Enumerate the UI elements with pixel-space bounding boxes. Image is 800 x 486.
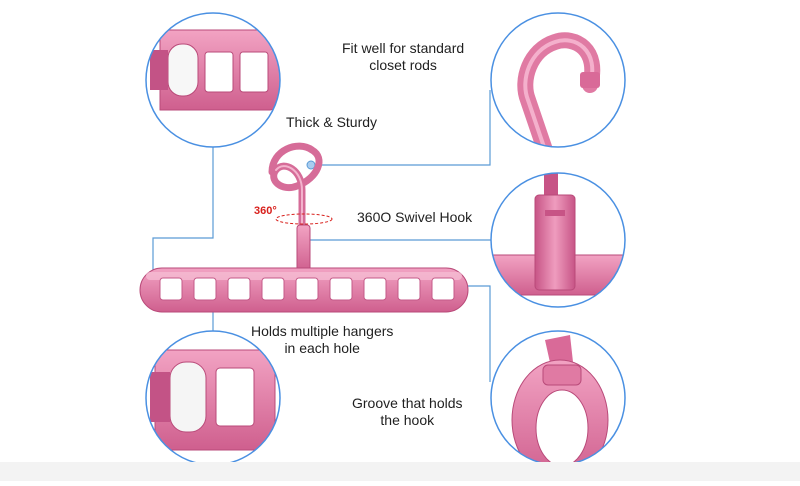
detail-circle-rod: [491, 13, 625, 147]
circle-border-3: [490, 172, 626, 308]
label-holes-line2: in each hole: [284, 340, 360, 356]
callout-line-sturdy: [152, 147, 214, 287]
bottom-strip: [0, 462, 800, 481]
label-groove-line2: the hook: [380, 412, 435, 428]
label-holes-line1: Holds multiple hangers: [251, 323, 394, 339]
swivel-degree-label: 360°: [254, 205, 277, 217]
detail-circle-holes: [146, 331, 280, 465]
label-groove: Groove that holds the hook: [352, 395, 463, 429]
callout-line-rod: [311, 90, 491, 166]
circle-border-1: [145, 12, 281, 148]
label-rod-line2: closet rods: [369, 57, 437, 73]
circle-border-2: [490, 12, 626, 148]
label-rod: Fit well for standard closet rods: [342, 40, 464, 74]
hanger-main: [139, 142, 469, 313]
callout-line-groove: [459, 285, 491, 382]
hanger-holes: [159, 277, 455, 301]
label-holes: Holds multiple hangers in each hole: [251, 323, 393, 357]
callout-lines: [152, 90, 491, 382]
label-rod-line1: Fit well for standard: [342, 40, 465, 56]
detail-circle-groove: [491, 331, 625, 465]
detail-circle-sturdy: [146, 13, 280, 147]
label-swivel: 360O Swivel Hook: [357, 209, 473, 225]
label-groove-line1: Groove that holds: [352, 395, 463, 411]
detail-circle-swivel: [491, 173, 625, 307]
label-sturdy: Thick & Sturdy: [286, 114, 378, 130]
